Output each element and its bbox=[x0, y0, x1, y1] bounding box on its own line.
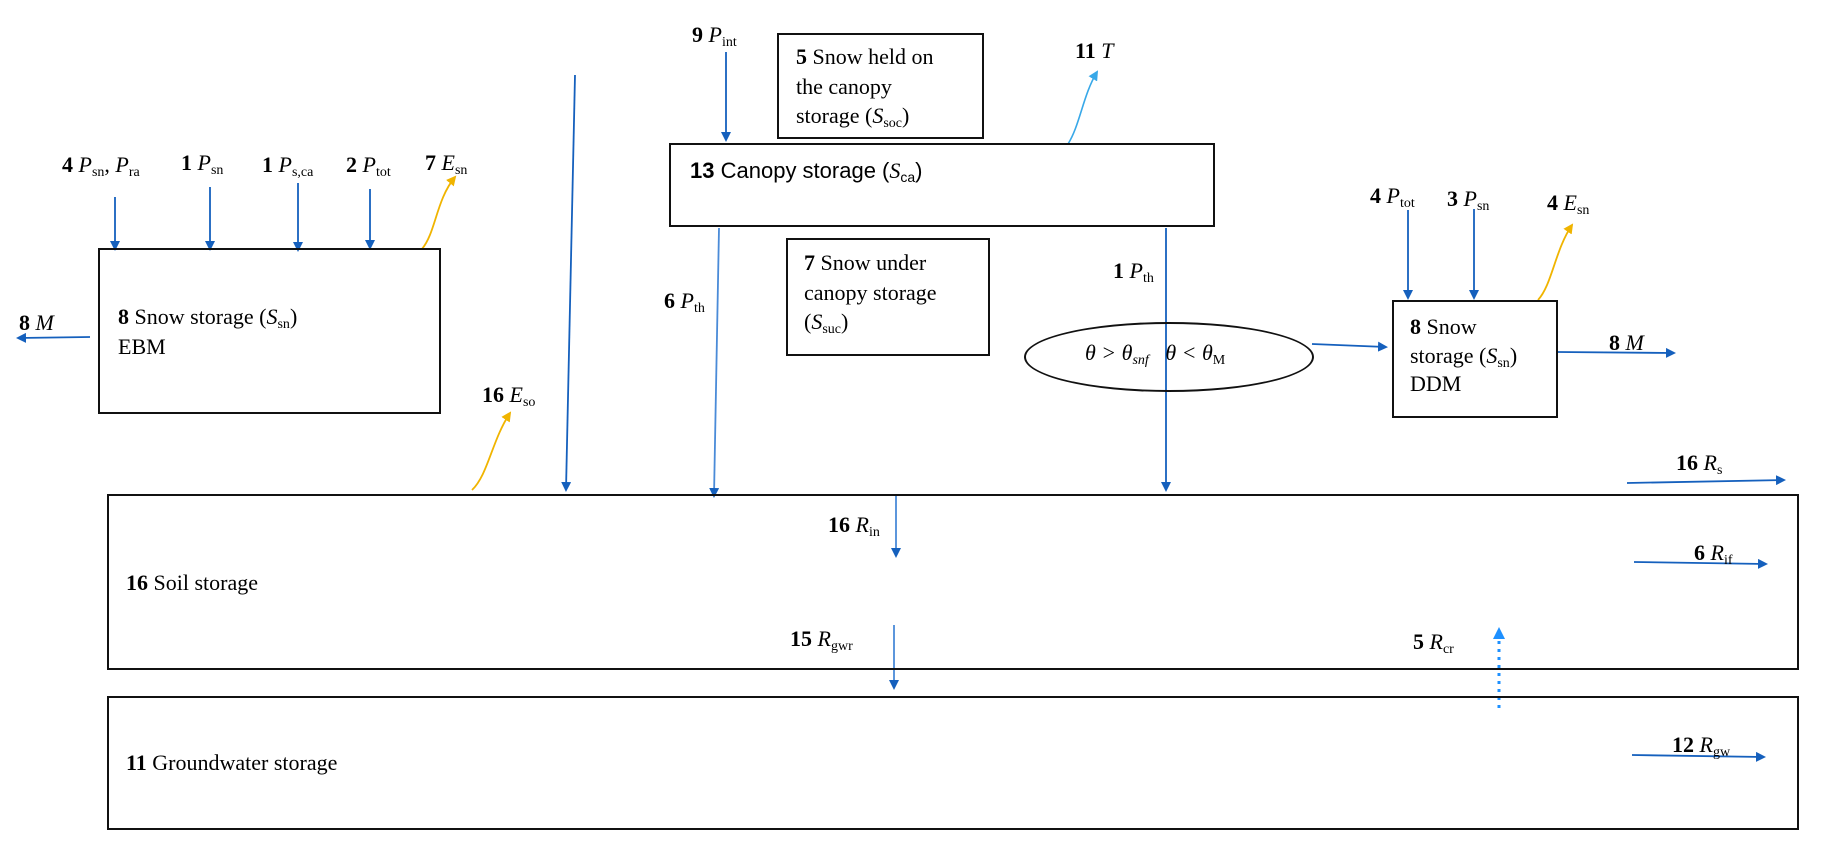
label-ptot-right: 4 Ptot bbox=[1370, 183, 1415, 211]
label-psn-right: 3 Psn bbox=[1447, 186, 1490, 214]
soil-storage-box bbox=[107, 494, 1799, 670]
soil-storage-text: 16 Soil storage bbox=[126, 570, 258, 595]
canopy-storage-box bbox=[669, 143, 1215, 227]
label-ptot-left: 2 Ptot bbox=[346, 152, 391, 180]
label-p-int: 9 Pint bbox=[692, 22, 737, 50]
groundwater-storage-text: 11 Groundwater storage bbox=[126, 750, 338, 775]
label-rin: 16 Rin bbox=[828, 512, 880, 540]
label-pth-right: 1 Pth bbox=[1113, 258, 1154, 286]
arrow-t bbox=[1067, 70, 1099, 145]
snow-storage-ebm-box bbox=[98, 248, 441, 414]
arrow-eso bbox=[471, 411, 512, 491]
label-rgw: 12 Rgw bbox=[1672, 732, 1731, 760]
condition-ellipse bbox=[1024, 322, 1314, 392]
label-esn-right: 4 Esn bbox=[1547, 190, 1590, 218]
groundwater-storage-box bbox=[107, 696, 1799, 830]
label-rcr: 5 Rcr bbox=[1413, 629, 1454, 657]
label-t: 11 T bbox=[1075, 38, 1114, 63]
arrow-rgw bbox=[1631, 751, 1766, 762]
label-m-left: 8 M bbox=[19, 310, 54, 335]
label-esn-left: 7 Esn bbox=[425, 150, 468, 178]
label-rgwr: 15 Rgwr bbox=[790, 626, 853, 654]
arrow-m-left bbox=[16, 332, 91, 343]
arrow-rif bbox=[1633, 558, 1768, 569]
snow-under-canopy-box bbox=[786, 238, 990, 356]
arrow-condition-ddm bbox=[1311, 341, 1388, 352]
label-psn-left: 1 Psn bbox=[181, 150, 224, 178]
label-pth-left: 6 Pth bbox=[664, 288, 705, 316]
label-psn-pra: 4 Psn, Pra bbox=[62, 152, 140, 180]
snow-storage-ddm-text: 8 Snow storage (Ssn) DDM bbox=[1410, 314, 1518, 397]
arrow-esn-right bbox=[1537, 223, 1574, 301]
arrow-pth-left bbox=[709, 227, 720, 498]
snow-held-canopy-text: 5 Snow held on the canopy storage (Ssoc) bbox=[796, 44, 934, 132]
label-rif: 6 Rif bbox=[1694, 540, 1733, 568]
condition-text: θ > θsnf θ < θM bbox=[1085, 340, 1226, 368]
snow-under-canopy-text: 7 Snow under canopy storage (Ssuc) bbox=[804, 250, 937, 338]
label-psca: 1 Ps,ca bbox=[262, 152, 314, 180]
arrow-direct-precip bbox=[561, 74, 576, 492]
label-rs: 16 Rs bbox=[1676, 450, 1723, 478]
arrow-rs bbox=[1626, 475, 1786, 486]
label-m-right: 8 M bbox=[1609, 330, 1644, 355]
snow-held-canopy-box bbox=[777, 33, 984, 139]
label-eso: 16 Eso bbox=[482, 382, 536, 410]
canopy-storage-text: 13 Canopy storage (Sca) bbox=[690, 158, 923, 185]
snow-storage-ddm-box bbox=[1392, 300, 1558, 418]
snow-storage-ebm-text: 8 Snow storage (Ssn) EBM bbox=[118, 304, 298, 359]
arrow-esn-left bbox=[421, 175, 457, 250]
arrow-m-right bbox=[1557, 347, 1676, 358]
